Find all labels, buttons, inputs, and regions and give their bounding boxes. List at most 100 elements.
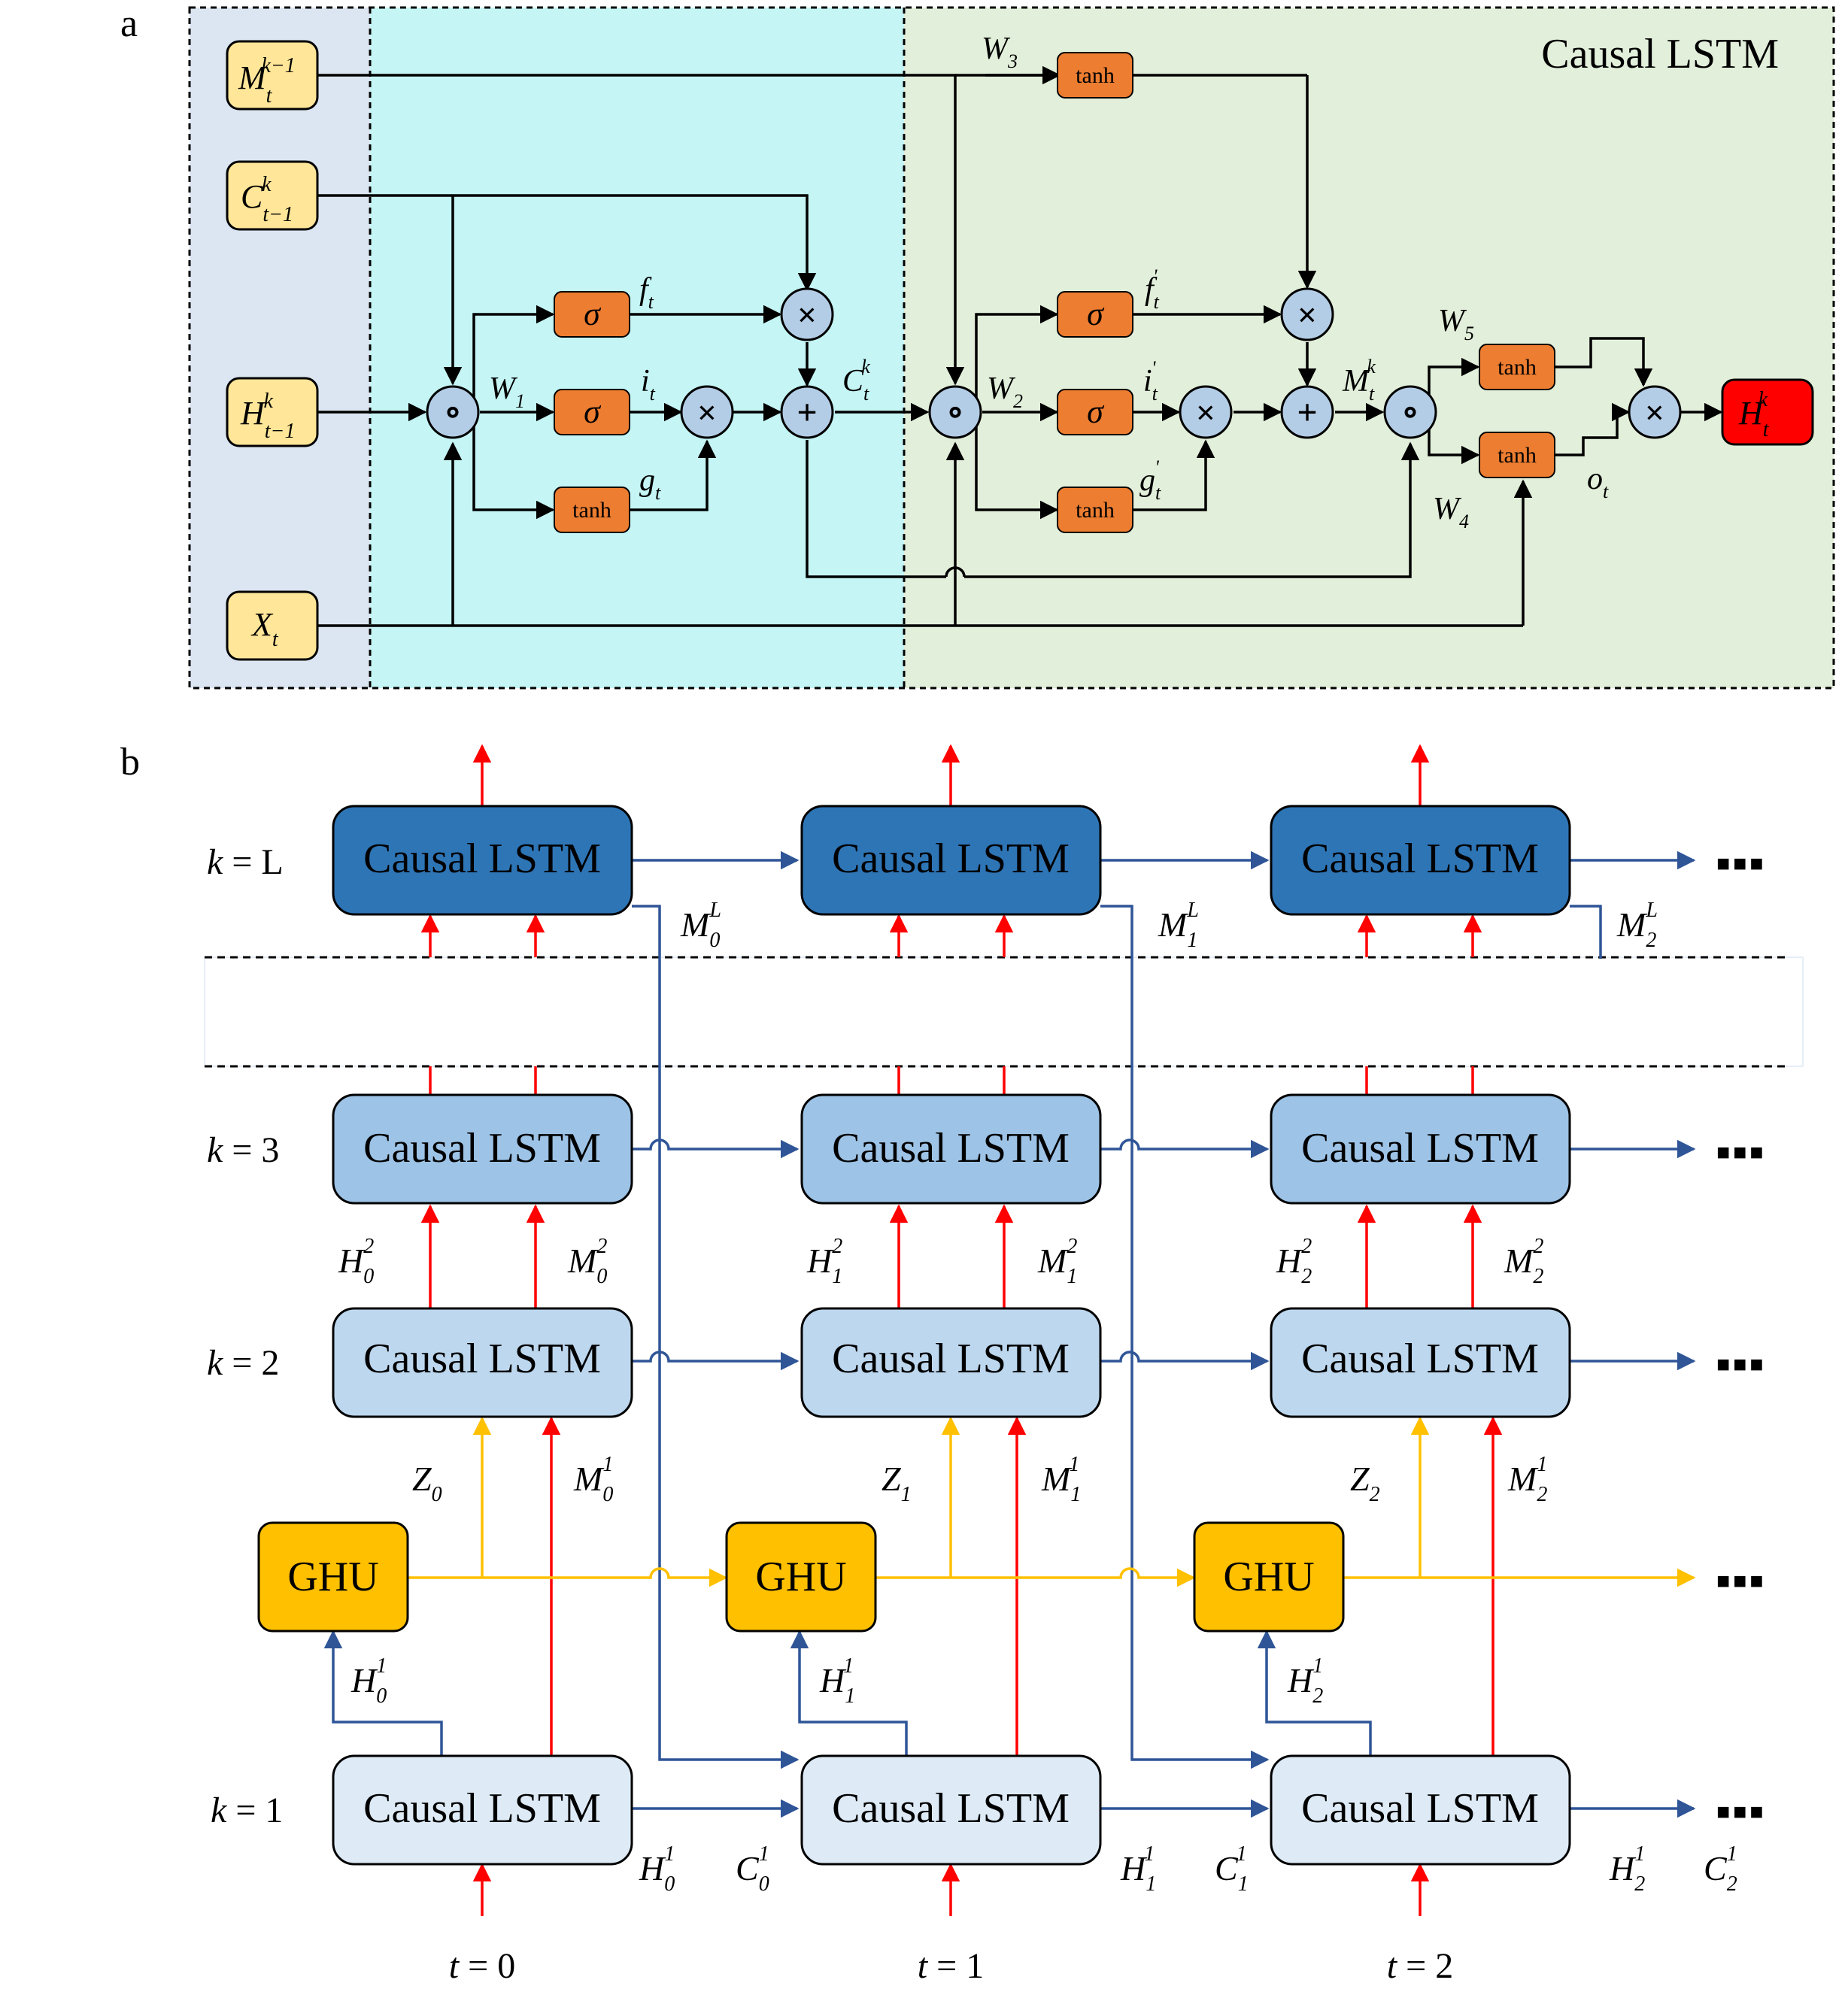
sigma-gate-i: σ [554,389,630,435]
svg-text:Causal LSTM: Causal LSTM [363,1785,601,1832]
causal-lstm-cell-kL-t2: Causal LSTM [1270,805,1571,916]
multiply-op-i: × [680,385,734,439]
svg-text:+: + [1297,393,1317,432]
causal-lstm-cell-k1-t1: Causal LSTM [800,1754,1102,1866]
ghu-unit-t2: GHU [1193,1521,1345,1633]
label-m1-1: M11 [1041,1453,1079,1506]
add-op-m: + [1280,385,1334,439]
svg-text:Htk: Htk [1738,388,1770,441]
label-z-0: Z0 [412,1460,442,1506]
svg-text:Causal LSTM: Causal LSTM [363,1125,601,1172]
input-h-prev-time: Ht−1k [226,377,319,447]
label-gt-prime: gt' [1139,456,1161,504]
layer-label-kL: k = L [207,842,284,882]
concat-op-3: ∘ [1383,385,1437,439]
panel-b-letter: b [120,741,140,784]
panel-b-yellow-connections [408,1416,1696,1587]
panel-a-letter: a [120,2,138,45]
label-h1ghu-1: H11 [819,1654,854,1708]
label-mL-0: M0L [680,899,721,952]
label-h2-0: H02 [338,1235,374,1288]
layer-label-k3: k = 3 [207,1130,279,1170]
svg-text:Xt: Xt [250,606,279,651]
causal-lstm-cell-k3-t0: Causal LSTM [332,1093,633,1205]
multiply-op-o: × [1628,385,1682,439]
svg-text:Mtk−1: Mtk−1 [238,54,296,108]
causal-lstm-cell-k1-t2: Causal LSTM [1270,1754,1571,1866]
ellipsis-k3: ■■■ [1716,1140,1766,1165]
svg-text:Causal LSTM: Causal LSTM [832,1785,1070,1832]
tanh-gate-w5: tanh [1479,344,1555,390]
layer-labels: k = L k = 3 k = 2 k = 1 [207,842,284,1830]
ellipsis-ghu: ■■■ [1716,1569,1766,1593]
label-w2: W2 [987,371,1023,412]
input-m-prev-layer: Mtk−1 [226,40,319,111]
svg-text:tanh: tanh [572,498,611,523]
time-label-t2: t = 2 [1387,1946,1453,1986]
label-c1out-1: C11 [1215,1842,1247,1896]
input-region [190,8,370,688]
multiply-op-f: × [780,287,834,341]
panel-a-title: Causal LSTM [1541,31,1779,77]
panel-b-red-connections [420,744,1503,1916]
causal-lstm-cell-k3-t2: Causal LSTM [1270,1093,1571,1205]
ghu-unit-t0: GHU [257,1521,409,1633]
tanh-gate-w3: tanh [1057,52,1133,99]
svg-text:Causal LSTM: Causal LSTM [1301,1785,1539,1832]
layer-label-k2: k = 2 [207,1343,279,1383]
svg-text:Ct−1k: Ct−1k [241,173,293,226]
label-it-prime: it' [1143,357,1158,405]
label-mL-1: M1L [1158,899,1199,952]
svg-text:Causal LSTM: Causal LSTM [363,835,601,882]
svg-text:Causal LSTM: Causal LSTM [1301,1336,1539,1382]
label-m1-2: M21 [1507,1453,1547,1506]
svg-text:Causal LSTM: Causal LSTM [832,1125,1070,1172]
panel-b-variable-labels: M0L M1L M2L H02 H12 H22 M02 M12 M22 Z0 Z… [338,899,1737,1896]
label-c1out-2: C21 [1704,1842,1737,1896]
svg-text:×: × [797,296,817,334]
svg-text:×: × [697,393,717,432]
label-h1ghu-0: H01 [350,1654,387,1708]
label-mt: Mtk [1342,356,1376,405]
ghu-unit-t1: GHU [725,1521,877,1633]
panel-a-labels: W1 W2 W3 W4 W5 ft it gt ft' it' gt' Ctk … [489,32,1609,532]
panel-a-border [188,6,1835,690]
label-w4: W4 [1433,492,1469,532]
svg-text:σ: σ [584,393,602,430]
label-mL-2: M2L [1616,899,1658,952]
svg-text:Causal LSTM: Causal LSTM [363,1336,601,1382]
svg-text:∘: ∘ [442,393,463,430]
svg-text:GHU: GHU [755,1554,846,1600]
svg-text:GHU: GHU [1223,1554,1314,1600]
svg-text:Causal LSTM: Causal LSTM [832,835,1070,882]
causal-lstm-cell-k2-t0: Causal LSTM [332,1307,633,1418]
tanh-gate-g: tanh [554,487,630,533]
svg-text:+: + [797,393,817,432]
ellipsis-k2: ■■■ [1716,1352,1766,1377]
label-w1: W1 [489,371,525,412]
causal-lstm-cell-k1-t0: Causal LSTM [332,1754,633,1866]
causal-lstm-cell-k2-t2: Causal LSTM [1270,1307,1571,1418]
label-ct: Ctk [842,356,870,405]
layer-label-k1: k = 1 [211,1790,283,1830]
label-z-1: Z1 [882,1460,912,1506]
label-h1out-2: H21 [1609,1842,1645,1896]
input-x: Xt [226,590,319,661]
add-op-c: + [780,385,834,439]
causal-lstm-cell-kL-t1: Causal LSTM [800,805,1102,916]
tanh-gate-g-prime: tanh [1057,487,1133,533]
panel-a: a Causal LSTM [120,2,1835,690]
svg-text:σ: σ [1087,296,1105,332]
concat-op-1: ∘ [426,385,480,439]
layer-gap-region [204,957,1804,1067]
svg-text:×: × [1297,296,1317,334]
label-c1out-0: C01 [736,1842,769,1896]
causal-lstm-cell-k2-t1: Causal LSTM [800,1307,1102,1418]
label-m2-1: M12 [1037,1235,1077,1288]
svg-text:σ: σ [584,296,602,332]
multiply-op-i-prime: × [1179,385,1233,439]
label-w3: W3 [982,32,1018,72]
svg-text:tanh: tanh [1076,63,1115,88]
label-z-2: Z2 [1350,1460,1380,1506]
svg-text:tanh: tanh [1076,498,1115,523]
